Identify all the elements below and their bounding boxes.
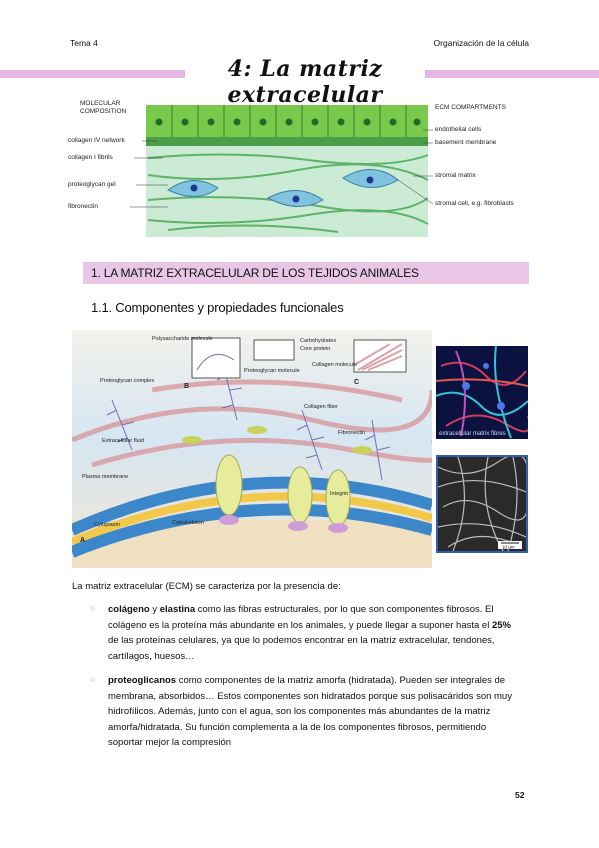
label-stromal-matrix: stromal matrix [435,172,476,179]
label-basement-membrane: basement membrane [435,139,497,146]
molecular-composition-heading-1: MOLECULAR [80,100,121,107]
label-cytoskeleton: Cytoskeleton [172,520,204,526]
section-1-heading-bar: 1. LA MATRIZ EXTRACELULAR DE LOS TEJIDOS… [83,262,529,284]
label-endothelial-cells: endothelial cells [435,126,482,133]
ecm-compartments-heading: ECM COMPARTMENTS [435,104,506,111]
bullet-1-line-2: colágeno es la proteína más abundante en… [108,619,511,631]
plasma-membrane-core [72,492,432,546]
header-chapter: Organización de la célula [433,38,529,48]
ecm-illustration: Polysaccharide molecule Carbohydrates Co… [72,330,432,568]
scale-bar-label: 10 µm [502,545,515,550]
page-title: 4: La matriz extracelular [185,56,425,108]
integrins [215,454,351,527]
micrograph-caption: extracellular matrix fibres [439,431,506,437]
label-plasma-membrane: Plasma membrane [82,474,128,480]
bullet-marker-2: ○ [90,674,96,684]
label-extracellular-fluid: Extracellular fluid [102,438,144,444]
label-carbohydrates: Carbohydrates [300,338,336,344]
figure1-leader-lines [130,129,434,208]
label-proteoglycan-molecule: Proteoglycan molecule [244,368,300,374]
bullet-1-paragraph: colágeno y elastina como las fibras estr… [108,602,528,664]
label-c: C [354,379,359,386]
fluorescence-micrograph: extracellular matrix fibres [436,346,528,439]
bullet-1-line-3: de las proteínas celulares, ya que lo po… [108,635,495,646]
label-proteoglycan-gel: proteoglycan gel [68,181,116,188]
ecm-compartments-figure: MOLECULAR COMPOSITION collagen IV networ… [68,100,548,240]
label-proteoglycan-complex: Proteoglycan complex [100,378,154,384]
bullet-2-paragraph: proteoglicanos como componentes de la ma… [108,673,528,751]
polysaccharide-inset [191,337,241,379]
bullet-1-line-1: colágeno y elastina como las fibras estr… [108,604,494,615]
label-integrin: Integrin [330,491,348,497]
basement-membrane [146,136,428,146]
bullet-2-line-4: amorfa/hidratada. Su función complementa… [108,721,487,733]
label-collagen-iv: collagen IV network [68,137,125,144]
ecm-diagram [130,105,434,237]
term-proteoglicanos: proteoglicanos [108,675,177,686]
page-number: 52 [515,790,525,800]
sem-micrograph: 10 µm [436,455,528,553]
proteoglycan-branches [106,359,391,481]
label-b: B [184,383,189,390]
label-collagen-fiber: Collagen fiber [304,404,338,410]
title-bar-left [0,70,190,78]
plasma-membrane-outer [72,476,432,536]
percent-25: 25% [491,619,511,631]
bullet-2-line-5: soportar mejor la compresión [108,737,232,748]
label-collagen-molecule: Collagen molecule [312,362,357,368]
header-topic: Tema 4 [70,38,98,48]
section-1-title: 1. LA MATRIZ EXTRACELULAR DE LOS TEJIDOS… [91,266,419,280]
label-a: A [80,537,85,544]
molecular-composition-heading-2: COMPOSITION [80,108,127,115]
label-stromal-cell: stromal cell, e.g. fibroblasts [435,200,514,207]
label-core-protein: Core protein [300,346,330,352]
core-protein-inset [253,339,295,361]
cytoskeleton-attachments [219,515,348,533]
fibronectin-molecules [182,426,372,454]
term-elastina: elastina [159,604,196,615]
section-1-1-title: 1.1. Componentes y propiedades funcional… [91,300,344,315]
bullet-2-line-3: hidrofílicos. Además, junto con el agua,… [108,706,491,717]
bullet-marker-1: ○ [90,603,96,613]
label-fibronectin: fibronectin [68,203,98,210]
title-bar-right [420,70,599,78]
endothelial-cells [146,105,428,137]
label-polysaccharide: Polysaccharide molecule [152,336,213,342]
label-cytoplasm: Cytoplasm [94,522,120,528]
fluorescence-image [436,346,528,439]
bullet-2-line-1: proteoglicanos como componentes de la ma… [108,675,506,686]
bullet-2-line-2: membrana, absorbidos… Estos componentes … [108,690,512,702]
bullet-1-line-4: cartílagos, huesos… [108,650,195,662]
sem-image: 10 µm [438,457,526,551]
label-fibronectin-2: Fibronectin [338,430,365,436]
plasma-membrane-inner [72,503,432,558]
term-colageno: colágeno [108,604,150,615]
ecm-illustration-figure: Polysaccharide molecule Carbohydrates Co… [72,330,432,568]
label-collagen-i: collagen I fibrils [68,154,113,161]
intro-text: La matriz extracelular (ECM) se caracter… [72,581,341,592]
